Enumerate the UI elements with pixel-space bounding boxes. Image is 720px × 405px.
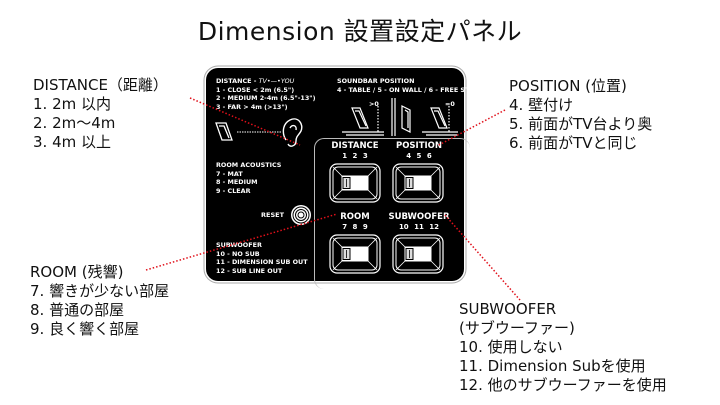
subwoofer-heading: SUBWOOFER [459, 300, 557, 318]
position-legend-heading: SOUNDBAR POSITION [337, 77, 415, 85]
soundbar-icon [215, 122, 233, 141]
room-switch[interactable] [329, 234, 381, 274]
room-option-7: 7. 響きが少ない部屋 [30, 282, 170, 300]
position-legend-line: 4 - TABLE / 5 - ON WALL / 6 - FREE STAND… [337, 85, 498, 94]
room-option-8: 8. 普通の部屋 [30, 301, 125, 319]
switch-bevel [332, 237, 378, 271]
distance-switch[interactable] [329, 163, 381, 203]
distance-option-2: 2. 2m～4m [33, 114, 116, 132]
subwoofer-option-10: 10. 使用しない [459, 338, 563, 356]
subwoofer-switch-numbers: 10 11 12 [398, 223, 440, 231]
room-callout: ROOM (残響) 7. 響きが少ない部屋 8. 普通の部屋 9. 良く響く部屋 [30, 263, 169, 339]
subwoofer-legend: SUBWOOFER 10 - NO SUB 11 - DIMENSION SUB… [216, 241, 308, 275]
distance-legend-direction: TV•—•YOU [258, 77, 295, 85]
subwoofer-option-11: 11. Dimension Subを使用 [459, 357, 646, 375]
page-title: Dimension 設置設定パネル [197, 17, 523, 46]
distance-switch-numbers: 1 2 3 [342, 152, 368, 160]
settings-panel: DISTANCE - TV•—•YOU 1 - CLOSE < 2m (6.5"… [206, 68, 497, 289]
subwoofer-legend-line: 11 - DIMENSION SUB OUT [216, 258, 308, 267]
position-switch-label: POSITION [395, 141, 443, 151]
subwoofer-legend-heading: SUBWOOFER [216, 241, 262, 249]
distance-switch-label: DISTANCE [331, 141, 379, 151]
subwoofer-legend-line: 12 - SUB LINE OUT [216, 266, 283, 275]
position-option-5: 5. 前面がTV台より奥 [509, 115, 653, 133]
room-legend: ROOM ACOUSTICS 7 - MAT 8 - MEDIUM 9 - CL… [216, 161, 281, 195]
table-position-icon [342, 106, 384, 136]
subwoofer-callout: SUBWOOFER (サブウーファー) 10. 使用しない 11. Dimens… [459, 300, 667, 395]
subwoofer-switch[interactable] [392, 234, 444, 274]
free-standing-position-icon [422, 106, 458, 136]
switch-bevel [395, 166, 441, 200]
subwoofer-option-12: 12. 他のサブウーファーを使用 [459, 376, 667, 394]
room-option-9: 9. 良く響く部屋 [30, 320, 140, 338]
position-heading: POSITION (位置) [509, 77, 627, 95]
marker-greater-than-zero: >0 [369, 100, 379, 108]
wall-position-icon [391, 98, 411, 136]
position-switch-numbers: 4 5 6 [406, 152, 432, 160]
subwoofer-legend-line: 10 - NO SUB [216, 249, 260, 258]
distance-legend-line: 1 - CLOSE < 2m (6.5") [216, 85, 295, 94]
room-legend-line: 8 - MEDIUM [216, 178, 258, 187]
reset-button[interactable] [290, 204, 312, 226]
distance-callout: DISTANCE（距離） 1. 2m 以内 2. 2m～4m 3. 4m 以上 [33, 76, 168, 152]
room-switch-label: ROOM [340, 212, 370, 222]
distance-option-1: 1. 2m 以内 [33, 95, 112, 113]
position-option-4: 4. 壁付け [509, 96, 574, 114]
position-callout: POSITION (位置) 4. 壁付け 5. 前面がTV台より奥 6. 前面が… [509, 77, 652, 153]
subwoofer-switch-label: SUBWOOFER [388, 212, 450, 222]
switch-bevel [395, 237, 441, 271]
distance-legend-heading: DISTANCE - [216, 77, 259, 85]
position-switch[interactable] [392, 163, 444, 203]
position-legend: SOUNDBAR POSITION 4 - TABLE / 5 - ON WAL… [337, 77, 497, 94]
position-option-6: 6. 前面がTVと同じ [509, 134, 638, 152]
distance-heading: DISTANCE（距離） [33, 76, 168, 94]
ear-icon [282, 118, 303, 147]
room-legend-line: 7 - MAT [216, 169, 243, 178]
reset-label: RESET [261, 211, 285, 219]
room-heading: ROOM (残響) [30, 263, 124, 281]
switch-bevel [332, 166, 378, 200]
room-legend-heading: ROOM ACOUSTICS [216, 161, 282, 169]
marker-equal-zero: =0 [445, 100, 455, 108]
distance-option-3: 3. 4m 以上 [33, 133, 112, 151]
room-switch-numbers: 7 8 9 [342, 223, 368, 231]
subwoofer-subheading: (サブウーファー) [459, 319, 575, 337]
room-legend-line: 9 - CLEAR [216, 186, 251, 195]
